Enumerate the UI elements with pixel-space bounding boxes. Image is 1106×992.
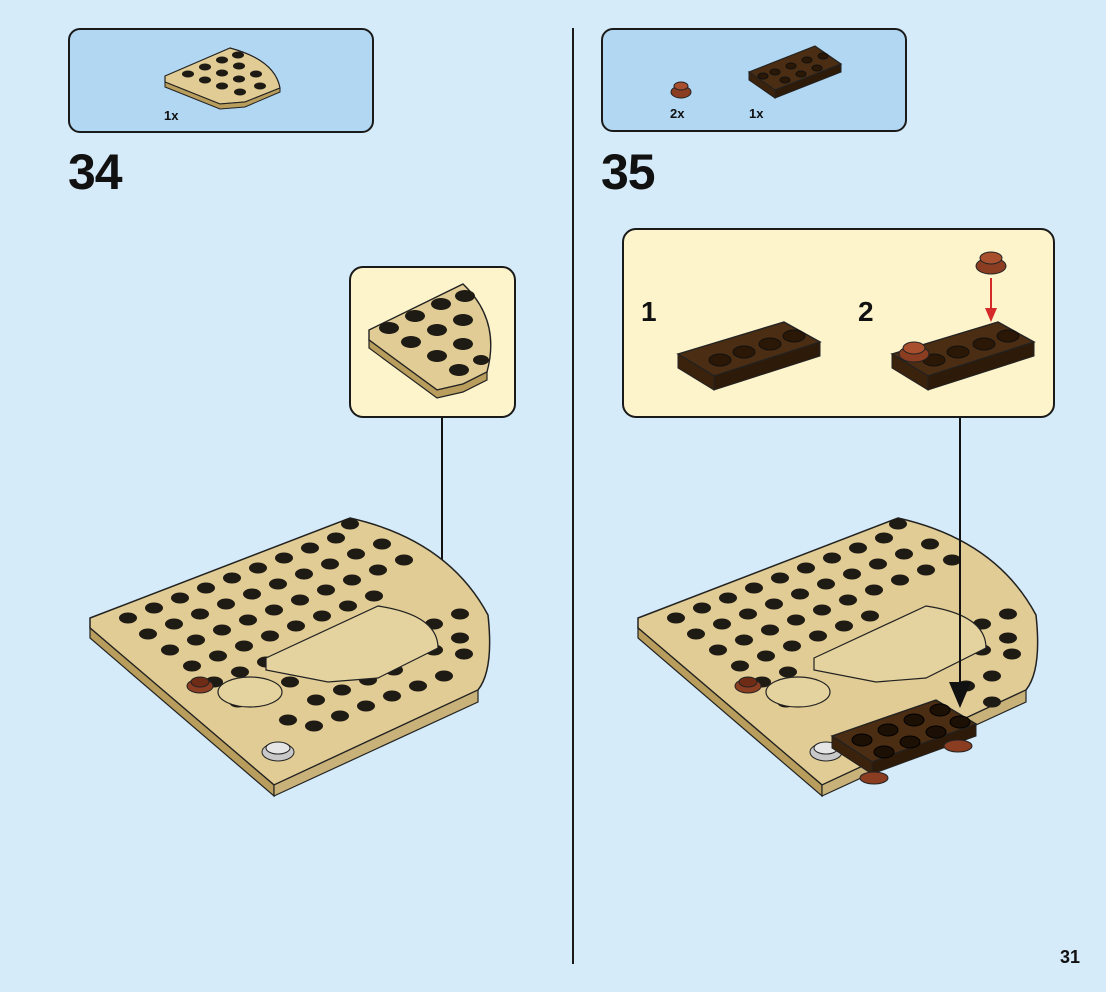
step-35-model: [637, 418, 1039, 798]
parts-icons: [670, 45, 843, 99]
substep-number: 1: [641, 296, 657, 327]
step-35-callout: 1 2: [622, 228, 1055, 418]
dark-brown-plate-icon: [676, 321, 822, 391]
step-35-parts-box: 2x 1x: [601, 28, 907, 132]
dark-brown-plate-icon: [830, 699, 978, 785]
part-quantity: 1x: [164, 108, 179, 123]
red-arrow-icon: [985, 308, 997, 322]
tan-quarter-round-plate-icon: [368, 283, 492, 399]
step-34-parts-box: 1x: [68, 28, 374, 133]
tan-quarter-round-plate-icon: [164, 47, 281, 110]
dark-brown-plate-icon: [747, 45, 843, 99]
page-divider: [572, 28, 574, 964]
step-number: 35: [601, 144, 656, 200]
page-number: 31: [1059, 947, 1080, 967]
substep-number: 2: [858, 296, 874, 327]
substep-illustrations: [676, 251, 1036, 391]
step-number: 34: [68, 144, 123, 200]
part-quantity: 2x: [670, 106, 685, 121]
reddish-brown-round-plate-icon: [975, 251, 1007, 275]
dark-brown-plate-with-round-plate-icon: [890, 321, 1036, 391]
placement-arrow-icon: [949, 682, 971, 708]
step-34-callout: [349, 266, 516, 418]
step-34-model: [89, 418, 491, 798]
reddish-brown-round-plate-icon: [670, 81, 692, 99]
part-quantity: 1x: [749, 106, 764, 121]
